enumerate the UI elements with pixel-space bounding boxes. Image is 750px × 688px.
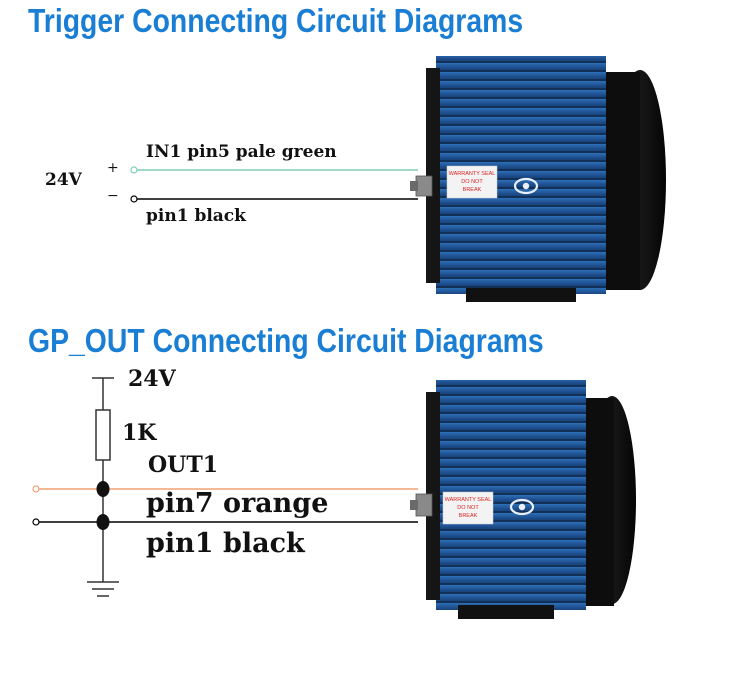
resistor-1k xyxy=(95,409,111,461)
io-connector xyxy=(415,493,433,517)
trigger-wire-bottom-label: pin1 black xyxy=(146,206,246,226)
warranty-seal-sticker xyxy=(442,491,494,525)
eye-logo-icon xyxy=(509,498,535,516)
seal-text-line-2: DO NOT xyxy=(461,179,483,185)
seal-text-line-1: WARRANTY SEAL xyxy=(449,171,496,177)
junction-dot-black xyxy=(96,514,110,530)
seal-text-line-3: BREAK xyxy=(463,187,482,193)
warranty-seal-sticker xyxy=(446,165,498,199)
gp-out-wire-bottom-label: pin1 black xyxy=(146,528,305,559)
gp-out-output-label: OUT1 xyxy=(148,452,219,478)
eye-logo-icon xyxy=(513,177,539,195)
io-connector xyxy=(415,175,433,197)
trigger-plus-sign: + xyxy=(107,160,119,176)
gp-out-wire-top-label: pin7 orange xyxy=(146,488,329,519)
gp-out-title: GP_OUT Connecting Circuit Diagrams xyxy=(28,322,544,359)
seal-text-line-3: BREAK xyxy=(459,513,478,519)
camera-image-trigger: WARRANTY SEAL DO NOT BREAK xyxy=(410,56,666,302)
ground-icon xyxy=(87,581,119,597)
output-terminal xyxy=(32,485,40,493)
gp-out-circuit xyxy=(32,377,418,597)
trigger-minus-terminal xyxy=(130,195,138,203)
gp-out-supply-label: 24V xyxy=(128,366,176,392)
trigger-wire-top-label: IN1 pin5 pale green xyxy=(146,142,337,162)
trigger-supply-label: 24V xyxy=(45,170,82,190)
trigger-title: Trigger Connecting Circuit Diagrams xyxy=(28,2,524,39)
junction-dot-orange xyxy=(96,481,110,497)
trigger-plus-terminal xyxy=(130,166,138,174)
ground-terminal xyxy=(32,518,40,526)
camera-image-gp-out: WARRANTY SEAL DO NOT BREAK xyxy=(410,380,636,619)
gp-out-resistor-label: 1K xyxy=(122,420,157,446)
seal-text-line-1: WARRANTY SEAL xyxy=(445,497,492,503)
seal-text-line-2: DO NOT xyxy=(457,505,479,511)
trigger-minus-sign: − xyxy=(107,188,119,204)
trigger-circuit xyxy=(130,166,418,203)
